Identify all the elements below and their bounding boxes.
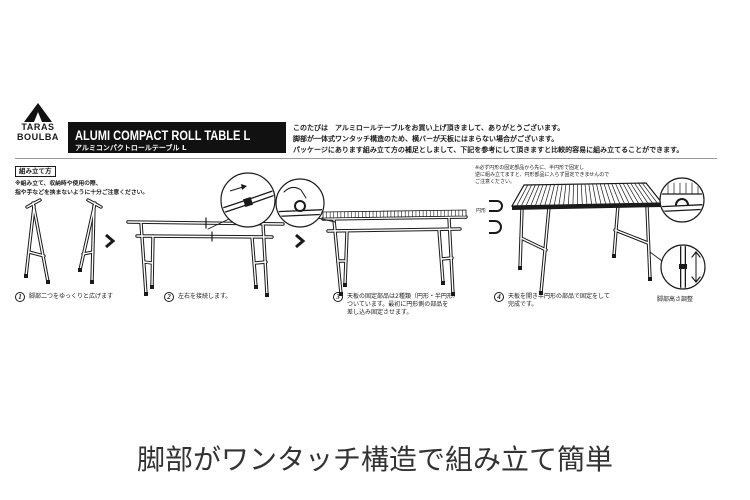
clip-order-note: ※必ず円形の固定部品から先に、半円形で固定し 逆に組み立てますと、円形部品に入ら… bbox=[475, 165, 609, 185]
tabletop-slat bbox=[563, 183, 567, 206]
clip-detail bbox=[277, 186, 323, 214]
step-line: ついています。最初に円形側の部品を bbox=[347, 301, 449, 308]
round-clip-shape bbox=[489, 200, 503, 212]
tabletop-slat bbox=[539, 184, 548, 206]
product-title: ALUMI COMPACT ROLL TABLE L bbox=[75, 128, 251, 143]
tabletop-slats bbox=[326, 209, 463, 219]
tabletop-slat bbox=[615, 183, 625, 205]
tabletop-slat bbox=[521, 184, 532, 207]
tabletop-slat bbox=[584, 183, 588, 205]
brand-line-1: TARAS bbox=[21, 122, 55, 132]
caution-line: ※組み立て、収納時や使用の際、 bbox=[15, 181, 102, 187]
joint-detail bbox=[224, 184, 274, 210]
tabletop-slat bbox=[611, 183, 621, 205]
leg-tubes-outline bbox=[518, 203, 652, 295]
tabletop-slat bbox=[638, 182, 653, 204]
tabletop-slat bbox=[580, 183, 583, 205]
intro-text: このたびは アルミロールテーブルをお買い上げ頂きまして、ありがとうございます。 … bbox=[293, 123, 683, 156]
intro-line: このたびは アルミロールテーブルをお買い上げ頂きまして、ありがとうございます。 bbox=[293, 124, 565, 132]
tabletop-slat bbox=[530, 184, 540, 206]
zoom-pointer bbox=[207, 218, 230, 230]
tabletop-slat bbox=[535, 184, 544, 206]
leg-feet bbox=[24, 268, 94, 284]
tabletop-slat bbox=[572, 183, 574, 206]
step-line: 左右を接続します。 bbox=[178, 293, 232, 300]
tabletop-slat bbox=[630, 182, 644, 204]
header-divider bbox=[15, 158, 717, 159]
tabletop-slat bbox=[516, 184, 529, 207]
tabletop-slat bbox=[592, 183, 597, 205]
intro-line: 脚部が一体式ワンタッチ構造のため、横バーが天板にはまらない場合がございます。 bbox=[293, 135, 559, 143]
leg-feet bbox=[518, 254, 652, 295]
tabletop-edge bbox=[512, 203, 662, 210]
step-line: 差し込み固定させます。 bbox=[347, 309, 413, 316]
height-adjust-label: 脚部高さ調整 bbox=[657, 296, 694, 303]
leg-tubes-outline bbox=[24, 198, 103, 284]
chevron-right-icon bbox=[295, 233, 306, 249]
round-clip-label: 円形 bbox=[476, 208, 487, 214]
zoom-pointer bbox=[649, 251, 663, 262]
step-text: 天板を開き半円形の部品で固定をして 完成です。 bbox=[508, 293, 610, 309]
tabletop-slat bbox=[622, 183, 635, 204]
tabletop-slat bbox=[641, 182, 658, 204]
tabletop-slats bbox=[516, 182, 658, 207]
step-line: 完成です。 bbox=[508, 301, 538, 308]
chevron-right-icon bbox=[105, 233, 116, 249]
step3-tabletop-set-illustration bbox=[275, 178, 468, 296]
tent-icon bbox=[24, 103, 52, 122]
tabletop-slat bbox=[588, 183, 593, 205]
step-text: 左右を接続します。 bbox=[178, 293, 231, 301]
tabletop-slat bbox=[618, 183, 630, 205]
tabletop-slat bbox=[596, 183, 602, 205]
clip-detail-circle bbox=[275, 178, 325, 228]
step-line: 天板を開き半円形の部品で固定をして bbox=[508, 293, 610, 300]
step2-frame-join-illustration bbox=[126, 172, 285, 297]
half-clip-detail bbox=[661, 182, 703, 209]
tabletop-slat bbox=[607, 183, 616, 205]
brand-line-2: BOULBA bbox=[16, 132, 60, 142]
step-line: 脚部二つをゆっくりと広げます bbox=[29, 293, 114, 300]
intro-line: パッケージにあります組み立て方の補足としまして、下記を参考にして頂きますと比較的… bbox=[293, 146, 684, 154]
section-heading: 組み立て方 bbox=[15, 166, 56, 177]
tabletop-slat bbox=[603, 183, 611, 205]
joint-marks bbox=[205, 217, 213, 242]
tabletop-slat bbox=[626, 182, 639, 204]
step-text: 脚部二つをゆっくりと広げます bbox=[29, 293, 113, 301]
step1-leg-frames-illustration bbox=[24, 198, 103, 284]
caution-text: ※組み立て、収納時や使用の際、 指や手などを挟まないように十分ご注意ください。 bbox=[15, 180, 148, 197]
brand-logo: TARAS BOULBA bbox=[12, 122, 64, 142]
leg-tubes-fill bbox=[519, 204, 651, 294]
tabletop-slat bbox=[634, 182, 649, 204]
step-line: 天板の固定部品は2種類（円形・半円形） bbox=[347, 293, 459, 300]
step-text: 天板の固定部品は2種類（円形・半円形） ついています。最初に円形側の部品を 差し… bbox=[347, 293, 459, 317]
tabletop-slat bbox=[558, 184, 563, 206]
step-number: 3 bbox=[333, 292, 343, 302]
product-title-bar: ALUMI COMPACT ROLL TABLE L アルミコンパクトロールテー… bbox=[68, 122, 286, 153]
product-subtitle: アルミコンパクトロールテーブル L bbox=[75, 144, 187, 152]
tabletop-slat bbox=[599, 183, 607, 205]
frame-feet bbox=[144, 285, 269, 297]
tabletop-slat bbox=[525, 184, 536, 207]
caution-line: 指や手などを挟まないように十分ご注意ください。 bbox=[15, 189, 149, 196]
step-number: 4 bbox=[494, 292, 504, 302]
zoom-pointer bbox=[317, 217, 336, 223]
tabletop-slat bbox=[544, 184, 552, 206]
height-adjust-detail bbox=[679, 246, 701, 288]
step4-complete-table-illustration bbox=[510, 177, 706, 295]
step-number: 1 bbox=[15, 292, 25, 302]
tabletop-slat bbox=[567, 183, 571, 206]
product-caption: 脚部がワンタッチ構造で組み立て簡単 bbox=[136, 443, 613, 476]
clip-types-illustration bbox=[489, 200, 503, 234]
note-line: ご注意ください。 bbox=[475, 178, 516, 185]
tabletop-slat bbox=[549, 184, 555, 206]
frame-tubes-outline bbox=[126, 220, 285, 297]
note-line: 逆に組み立てますと、円形部品に入らず固定できませんので bbox=[475, 171, 610, 178]
note-line: ※必ず円形の固定部品から先に、半円形で固定し bbox=[475, 165, 585, 171]
tabletop-slat bbox=[553, 184, 559, 206]
zoom-pointer bbox=[649, 202, 662, 206]
half-round-clip-shape bbox=[489, 220, 502, 234]
step-number: 2 bbox=[164, 292, 174, 302]
leg-tubes-fill bbox=[25, 199, 102, 283]
